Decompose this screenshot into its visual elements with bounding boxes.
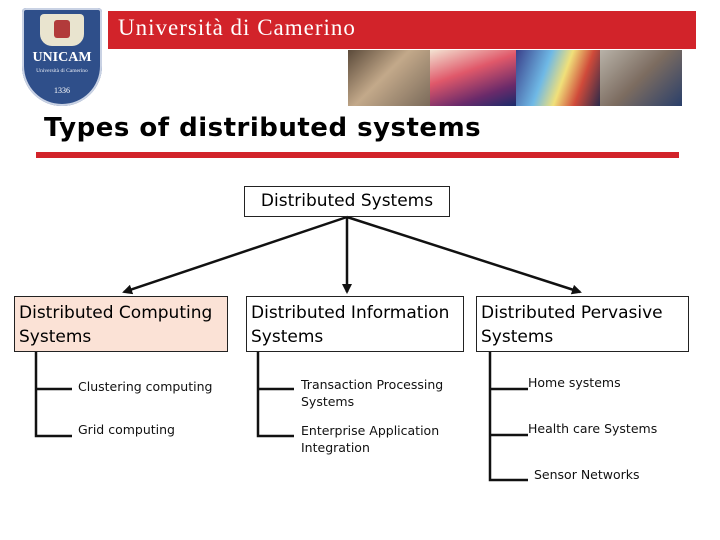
photo-student-laptop [600,50,682,106]
photo-light-spectrum [516,50,600,106]
photo-laboratory [430,50,516,106]
leaf-transaction-processing: Transaction Processing Systems [301,377,444,409]
node-distributed-computing: Distributed Computing Systems [14,296,228,352]
photo-students [348,50,430,106]
university-title: Università di Camerino [118,15,356,40]
title-underline [36,152,679,158]
node-distributed-information: Distributed Information Systems [246,296,464,352]
photo-strip [348,50,682,106]
leaf-sensor-networks: Sensor Networks [534,467,640,482]
unicam-logo: UNICAM Università di Camerino 1336 [22,8,102,106]
logo-subtitle: Università di Camerino [36,68,88,74]
slide-title: Types of distributed systems [44,113,482,143]
crest-icon [40,14,84,46]
arrow-to-computing [122,215,348,295]
leaf-health-care-systems: Health care Systems [528,421,658,436]
logo-name: UNICAM [32,50,92,65]
bracket-pervasive [488,352,528,482]
leaf-clustering-computing: Clustering computing [78,379,213,394]
arrow-to-pervasive [346,215,582,295]
header-banner [108,11,696,49]
root-node: Distributed Systems [244,186,450,217]
leaf-grid-computing: Grid computing [78,422,175,437]
bracket-information [256,352,294,438]
leaf-enterprise-application-integration: Enterprise Application Integration [301,423,440,455]
node-distributed-pervasive: Distributed Pervasive Systems [476,296,689,352]
logo-year: 1336 [54,86,70,95]
leaf-home-systems: Home systems [528,375,621,390]
bracket-computing [34,352,72,438]
